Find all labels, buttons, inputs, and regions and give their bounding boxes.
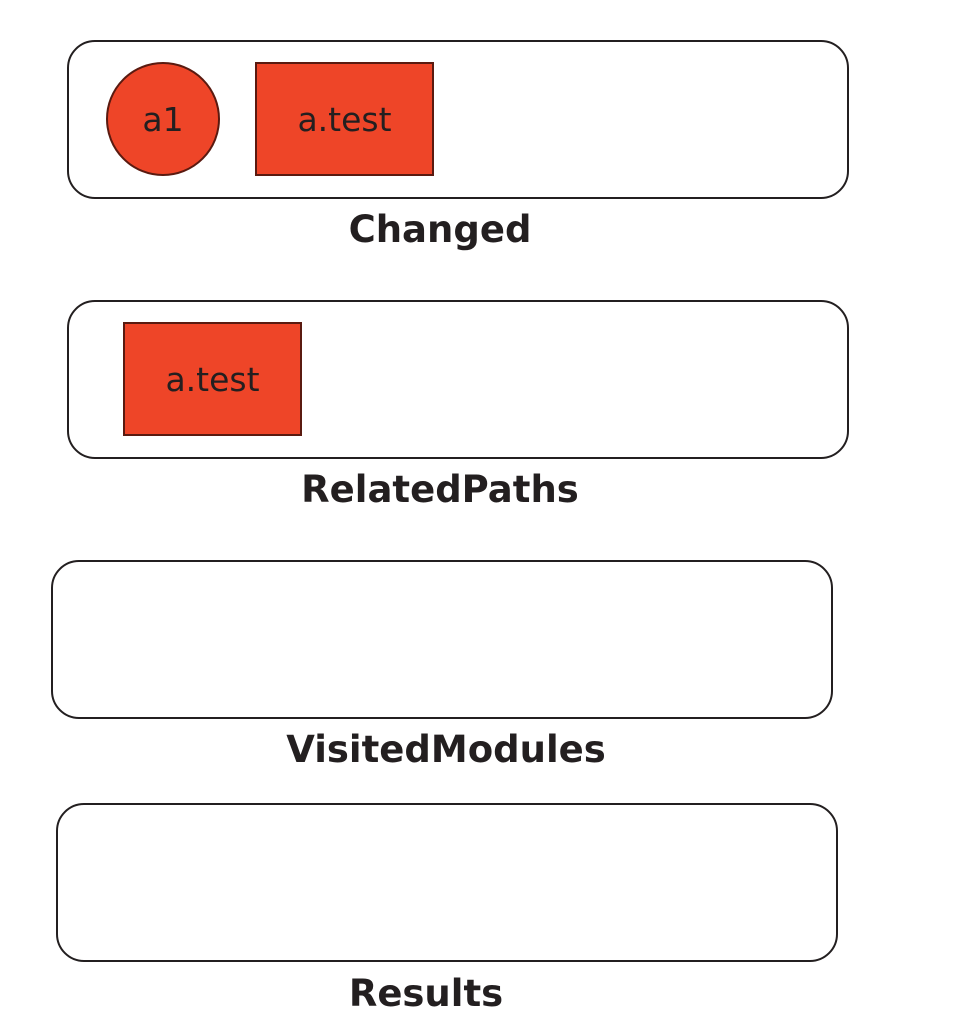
changed-node-a1: a1 (106, 62, 220, 176)
related-paths-node-a-test: a.test (123, 322, 302, 436)
visited-modules-label: VisitedModules (286, 728, 606, 771)
results-label: Results (348, 972, 504, 1015)
visited-modules-container (51, 560, 833, 719)
related-paths-label: RelatedPaths (301, 468, 579, 511)
changed-node-a-test: a.test (255, 62, 434, 176)
results-container (56, 803, 838, 962)
changed-label: Changed (348, 208, 532, 251)
